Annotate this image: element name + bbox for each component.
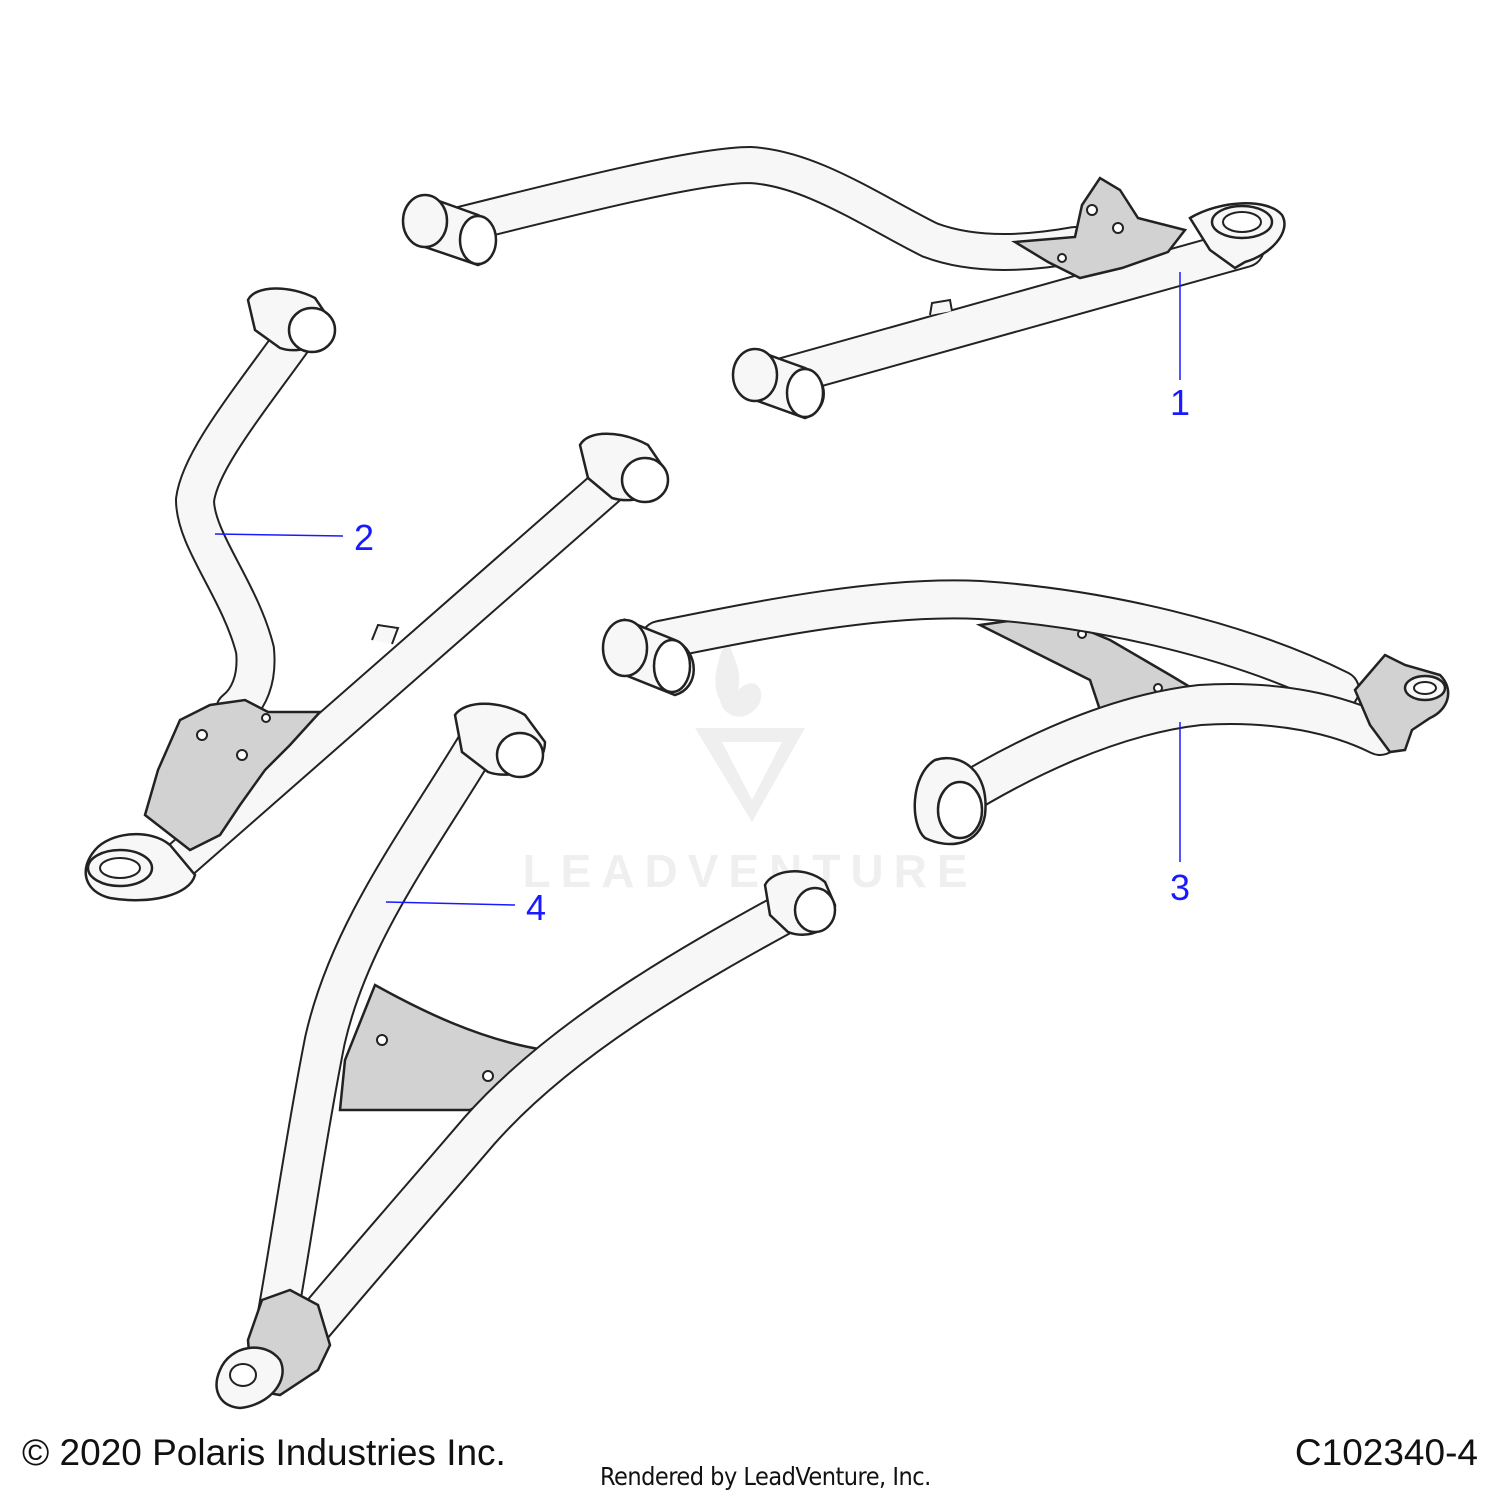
watermark-text: LEADVENTURE [522, 845, 977, 897]
part-1-control-arm [401, 145, 1286, 420]
callout-2-number: 2 [354, 517, 374, 558]
part-number: C102340-4 [1294, 1432, 1478, 1473]
callout-2-leader [214, 533, 344, 537]
callout-4-leader [385, 901, 516, 906]
part-2-control-arm [84, 287, 670, 902]
copyright-text: © 2020 Polaris Industries Inc. [22, 1432, 506, 1473]
callout-4-number: 4 [526, 887, 546, 928]
part-4-a-arm [215, 702, 837, 1410]
callouts: 1 2 3 4 [214, 272, 1190, 928]
leadventure-watermark: LEADVENTURE [522, 620, 977, 897]
rendered-by-text: Rendered by LeadVenture, Inc. [600, 1462, 931, 1491]
callout-1-number: 1 [1170, 382, 1190, 423]
part-3-control-arm [601, 579, 1450, 846]
callout-3-number: 3 [1170, 867, 1190, 908]
